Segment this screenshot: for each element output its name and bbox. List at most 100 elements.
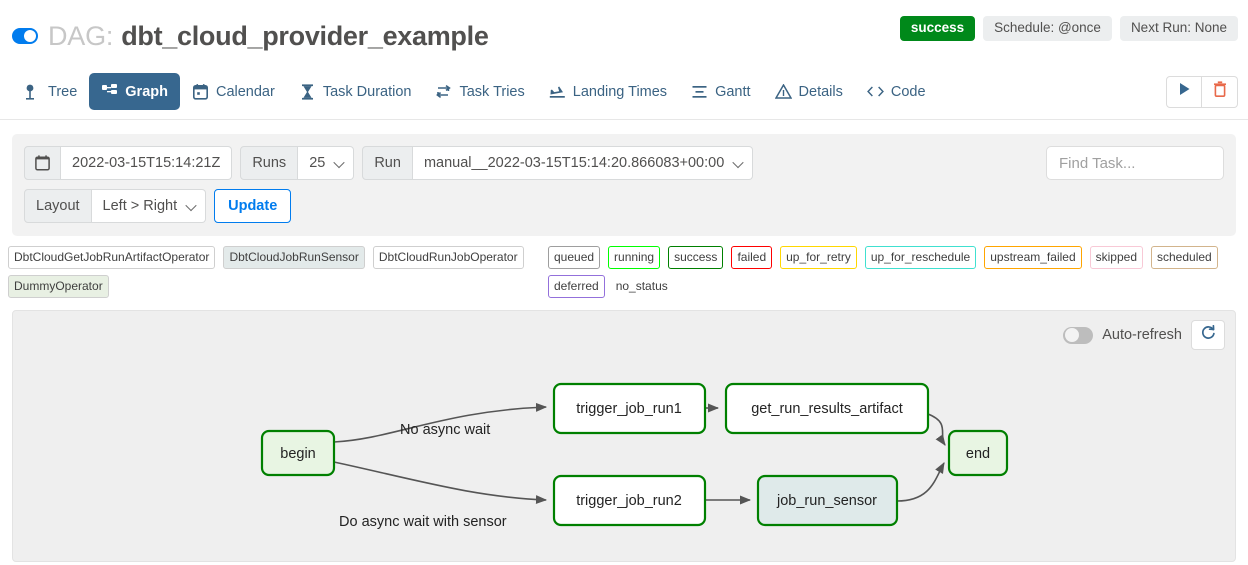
tree-icon [24, 83, 41, 100]
calendar-icon [24, 146, 61, 180]
tab-label: Tree [48, 83, 78, 100]
node-label: get_run_results_artifact [751, 401, 903, 417]
gantt-icon [691, 83, 708, 100]
runs-label: Runs [240, 146, 299, 180]
dag-action-buttons [1166, 75, 1238, 108]
next-run-badge: Next Run: None [1119, 16, 1238, 41]
node-label: trigger_job_run2 [576, 493, 682, 509]
legend-state-deferred[interactable]: deferred [548, 275, 605, 298]
dag-tabbar: Tree Graph Calendar Task Duration Task T… [0, 64, 1248, 120]
tab-label: Task Tries [459, 83, 525, 100]
trash-icon [1213, 81, 1227, 102]
tab-details[interactable]: Details [763, 73, 855, 110]
controls-row-1: 2022-03-15T15:14:21Z Runs 25 Run manual_… [24, 146, 1224, 180]
retry-icon [435, 83, 452, 100]
legend-operator[interactable]: DummyOperator [8, 275, 109, 298]
base-date-input[interactable]: 2022-03-15T15:14:21Z [61, 146, 233, 180]
legend-state-no-status[interactable]: no_status [615, 279, 668, 293]
edge-begin-to-trigger2 [333, 461, 548, 505]
hourglass-icon [299, 83, 316, 100]
num-runs-select[interactable]: 25 [298, 146, 355, 180]
dag-node-trigger-job-run2[interactable]: trigger_job_run2 [552, 474, 707, 527]
dag-run-select[interactable]: manual__2022-03-15T15:14:20.866083+00:00 [412, 146, 754, 180]
legend-state-upstream-failed[interactable]: upstream_failed [984, 246, 1082, 269]
delete-dag-button[interactable] [1202, 75, 1238, 108]
triangle-info-icon [774, 83, 792, 100]
tab-calendar[interactable]: Calendar [180, 73, 287, 110]
legend-state-success[interactable]: success [668, 246, 724, 269]
state-legend: queued running success failed up_for_ret… [548, 246, 1236, 298]
layout-group: Layout Left > Right [24, 189, 207, 223]
play-icon [1178, 82, 1191, 101]
edge-label-async-wait-sensor: Do async wait with sensor [339, 514, 507, 530]
legend-state-skipped[interactable]: skipped [1089, 246, 1143, 269]
legend-state-failed[interactable]: failed [731, 246, 773, 269]
operator-legend: DbtCloudGetJobRunArtifactOperator DbtClo… [8, 246, 548, 298]
refresh-icon [1200, 324, 1216, 346]
tab-label: Task Duration [322, 83, 412, 100]
refresh-button[interactable] [1191, 320, 1225, 350]
legend-state-scheduled[interactable]: scheduled [1151, 246, 1218, 269]
schedule-badge[interactable]: Schedule: @once [983, 16, 1112, 41]
tab-label: Gantt [715, 83, 751, 100]
dag-graph-svg[interactable]: No async wait Do async wait with sensor … [13, 311, 1235, 561]
tab-label: Details [798, 83, 843, 100]
dag-node-job-run-sensor[interactable]: job_run_sensor [756, 474, 899, 527]
trigger-dag-button[interactable] [1166, 75, 1202, 108]
edge-label-no-async-wait: No async wait [400, 422, 490, 438]
graph-legend: DbtCloudGetJobRunArtifactOperator DbtClo… [0, 236, 1248, 304]
legend-state-queued[interactable]: queued [548, 246, 601, 269]
node-label: begin [280, 446, 315, 462]
node-label: end [966, 446, 990, 462]
legend-state-up-for-retry[interactable]: up_for_retry [780, 246, 857, 269]
dag-node-end[interactable]: end [947, 429, 1009, 477]
code-icon [866, 83, 884, 100]
landing-icon [549, 83, 566, 100]
run-label: Run [362, 146, 413, 180]
legend-operator[interactable]: DbtCloudGetJobRunArtifactOperator [8, 246, 216, 269]
edge-artifact-to-end [927, 413, 946, 446]
auto-refresh-label: Auto-refresh [1102, 327, 1182, 343]
tab-tree[interactable]: Tree [12, 73, 89, 110]
header-badges: success Schedule: @once Next Run: None [899, 16, 1238, 41]
layout-select[interactable]: Left > Right [91, 189, 207, 223]
dag-pause-toggle[interactable] [12, 28, 38, 44]
dag-title: dbt_cloud_provider_example [121, 20, 489, 51]
find-task-input[interactable]: Find Task... [1046, 146, 1224, 180]
tab-gantt[interactable]: Gantt [679, 73, 762, 110]
tab-task-tries[interactable]: Task Tries [423, 73, 536, 110]
dag-label: DAG: [48, 20, 114, 51]
dag-node-begin[interactable]: begin [260, 429, 336, 477]
dag-node-get-run-results-artifact[interactable]: get_run_results_artifact [724, 382, 930, 435]
tab-landing-times[interactable]: Landing Times [537, 73, 679, 110]
dag-edges [333, 402, 946, 505]
layout-label: Layout [24, 189, 92, 223]
tab-task-duration[interactable]: Task Duration [287, 73, 424, 110]
refresh-controls: Auto-refresh [1063, 320, 1225, 350]
num-runs-group: Runs 25 [240, 146, 355, 180]
dag-header: DAG: dbt_cloud_provider_example success … [0, 0, 1248, 64]
auto-refresh-toggle[interactable] [1063, 326, 1094, 344]
tab-label: Landing Times [572, 83, 668, 100]
tab-label: Graph [125, 83, 168, 100]
tab-code[interactable]: Code [855, 73, 938, 110]
node-label: trigger_job_run1 [576, 401, 682, 417]
graph-icon [101, 83, 118, 100]
tab-label: Calendar [215, 83, 275, 100]
legend-state-running[interactable]: running [608, 246, 661, 269]
graph-controls-panel: 2022-03-15T15:14:21Z Runs 25 Run manual_… [12, 134, 1236, 236]
legend-operator[interactable]: DbtCloudJobRunSensor [223, 246, 365, 269]
tab-label: Code [890, 83, 926, 100]
legend-operator[interactable]: DbtCloudRunJobOperator [372, 246, 524, 269]
edge-begin-to-trigger1 [333, 402, 548, 443]
controls-row-2: Layout Left > Right Update [24, 189, 1224, 223]
node-label: job_run_sensor [776, 493, 877, 509]
edge-sensor-to-end [896, 462, 945, 502]
legend-state-up-for-reschedule[interactable]: up_for_reschedule [864, 246, 977, 269]
tab-graph[interactable]: Graph [89, 73, 180, 110]
update-button[interactable]: Update [214, 189, 292, 223]
status-badge[interactable]: success [899, 16, 976, 41]
calendar-icon [192, 83, 209, 100]
dag-node-trigger-job-run1[interactable]: trigger_job_run1 [552, 382, 707, 435]
dag-graph-canvas[interactable]: Auto-refresh No async wait [12, 310, 1236, 562]
